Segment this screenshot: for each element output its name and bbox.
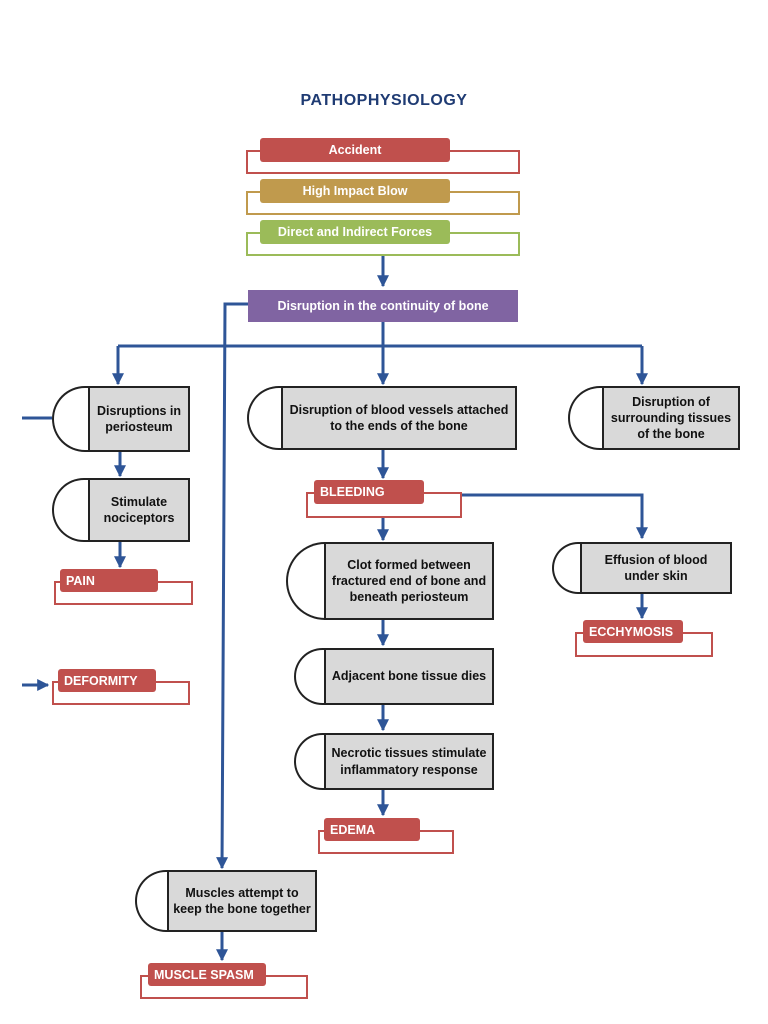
arrow-central-to-muscles <box>216 302 248 870</box>
effusion-text: Effusion of blood under skin <box>580 542 732 594</box>
box-periosteum: Disruptions in periosteum <box>52 386 190 452</box>
high-impact-blow-label: High Impact Blow <box>260 179 450 203</box>
deformity-label: DEFORMITY <box>58 669 156 692</box>
box-surrounding: Disruption of surrounding tissues of the… <box>568 386 740 450</box>
arrow-bleeding-to-effusion <box>423 493 648 540</box>
box-necrotic: Necrotic tissues stimulate inflammatory … <box>294 733 494 790</box>
pain-label: PAIN <box>60 569 158 592</box>
box-clot: Clot formed between fractured end of bon… <box>286 542 494 620</box>
box-bone-dies: Adjacent bone tissue dies <box>294 648 494 705</box>
central-box: Disruption in the continuity of bone <box>248 290 518 322</box>
necrotic-text: Necrotic tissues stimulate inflammatory … <box>324 733 494 790</box>
periosteum-text: Disruptions in periosteum <box>88 386 190 452</box>
box-blood-vessels: Disruption of blood vessels attached to … <box>247 386 517 450</box>
accident-label: Accident <box>260 138 450 162</box>
surrounding-text: Disruption of surrounding tissues of the… <box>602 386 740 450</box>
ecchymosis-label: ECCHYMOSIS <box>583 620 683 643</box>
nociceptors-text: Stimulate nociceptors <box>88 478 190 542</box>
blood-vessels-text: Disruption of blood vessels attached to … <box>281 386 517 450</box>
box-muscles: Muscles attempt to keep the bone togethe… <box>135 870 317 932</box>
box-effusion: Effusion of blood under skin <box>552 542 732 594</box>
edema-label: EDEMA <box>324 818 420 841</box>
box-nociceptors: Stimulate nociceptors <box>52 478 190 542</box>
page-title: PATHOPHYSIOLOGY <box>300 92 468 109</box>
bone-dies-text: Adjacent bone tissue dies <box>324 648 494 705</box>
direct-indirect-forces-label: Direct and Indirect Forces <box>260 220 450 244</box>
clot-text: Clot formed between fractured end of bon… <box>324 542 494 620</box>
muscle-spasm-label: MUSCLE SPASM <box>148 963 266 986</box>
muscles-text: Muscles attempt to keep the bone togethe… <box>167 870 317 932</box>
bleeding-label: BLEEDING <box>314 480 424 504</box>
